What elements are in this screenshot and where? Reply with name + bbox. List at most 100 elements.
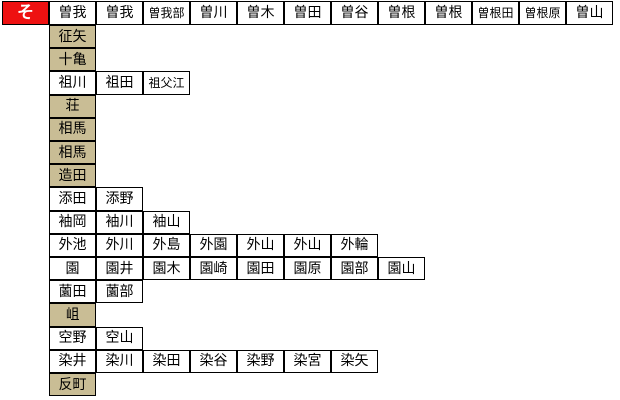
name-cell-label: 園 <box>65 260 80 277</box>
name-cell[interactable]: 曽山 <box>566 1 613 25</box>
group-header-label: 荘 <box>65 98 80 115</box>
name-cell-label: 染川 <box>105 353 134 370</box>
name-cell[interactable]: 園崎 <box>190 257 237 281</box>
name-cell[interactable]: 添野 <box>96 187 143 211</box>
name-cell-label: 曽根田 <box>477 6 514 20</box>
name-cell-label: 薗田 <box>58 283 87 300</box>
name-cell[interactable]: 添田 <box>49 187 96 211</box>
name-cell[interactable]: 外園 <box>190 233 237 257</box>
name-cell-label: 曽谷 <box>340 5 369 21</box>
name-cell[interactable]: 薗部 <box>96 280 143 304</box>
name-cell-label: 曽我部 <box>148 6 185 20</box>
name-cell-label: 染井 <box>58 353 87 370</box>
name-cell[interactable]: 袖岡 <box>49 210 96 234</box>
name-cell[interactable]: 外輪 <box>331 233 378 257</box>
group-header[interactable]: 相馬 <box>49 117 96 141</box>
name-cell[interactable]: 染谷 <box>190 349 237 373</box>
name-cell-label: 曽川 <box>199 5 228 21</box>
name-cell-label: 外園 <box>199 237 228 254</box>
name-cell-label: 袖川 <box>105 214 134 231</box>
name-cell[interactable]: 外山 <box>237 233 284 257</box>
group-header-label: 反町 <box>58 376 87 393</box>
name-cell[interactable]: 染川 <box>96 349 143 373</box>
group-header[interactable]: 征矢 <box>49 25 96 49</box>
name-cell[interactable]: 園部 <box>331 257 378 281</box>
name-cell-label: 外島 <box>152 237 181 254</box>
name-cell[interactable]: 曽根 <box>378 1 425 25</box>
name-cell[interactable]: 曽木 <box>237 1 284 25</box>
name-cell-label: 曽木 <box>246 5 275 21</box>
name-cell[interactable]: 外山 <box>284 233 331 257</box>
name-cell-label: 添田 <box>58 190 87 207</box>
group-header[interactable]: 造田 <box>49 164 96 188</box>
name-cell[interactable]: 曽川 <box>190 1 237 25</box>
name-cell[interactable]: 染野 <box>237 349 284 373</box>
group-header[interactable]: 岨 <box>49 303 96 327</box>
name-cell[interactable]: 染田 <box>143 349 190 373</box>
name-cell-label: 袖山 <box>152 214 181 231</box>
name-cell-label: 染田 <box>152 353 181 370</box>
name-cell[interactable]: 曽谷 <box>331 1 378 25</box>
name-cell[interactable]: 外川 <box>96 233 143 257</box>
group-header[interactable]: 十亀 <box>49 48 96 72</box>
name-cell-label: 曽根 <box>434 5 463 21</box>
name-cell-label: 外山 <box>293 237 322 254</box>
name-cell-label: 園原 <box>293 260 322 277</box>
name-cell-label: 園部 <box>340 260 369 277</box>
name-cell[interactable]: 園 <box>49 257 96 281</box>
name-cell[interactable]: 園山 <box>378 257 425 281</box>
name-cell[interactable]: 祖川 <box>49 71 96 95</box>
name-cell[interactable]: 園木 <box>143 257 190 281</box>
name-cell[interactable]: 染矢 <box>331 349 378 373</box>
name-cell[interactable]: 薗田 <box>49 280 96 304</box>
group-header-label: 相馬 <box>58 144 87 161</box>
name-cell[interactable]: 園原 <box>284 257 331 281</box>
name-cell-label: 曽山 <box>575 5 604 21</box>
name-cell-label: 園井 <box>105 260 134 277</box>
group-header[interactable]: 反町 <box>49 373 96 397</box>
name-cell[interactable]: 空野 <box>49 326 96 350</box>
name-cell[interactable]: 曽我 <box>96 1 143 25</box>
name-cell-label: 祖川 <box>58 74 87 91</box>
name-cell[interactable]: 染井 <box>49 349 96 373</box>
group-header[interactable]: 荘 <box>49 94 96 118</box>
name-cell[interactable]: 曽我部 <box>143 1 190 25</box>
group-header-label: 相馬 <box>58 121 87 138</box>
name-cell[interactable]: 祖田 <box>96 71 143 95</box>
kana-index-tab-label: そ <box>17 2 34 23</box>
name-cell[interactable]: 園井 <box>96 257 143 281</box>
name-cell-label: 空野 <box>58 330 87 347</box>
name-cell[interactable]: 園田 <box>237 257 284 281</box>
name-cell-label: 染宮 <box>293 353 322 370</box>
name-cell[interactable]: 曽根田 <box>472 1 519 25</box>
name-cell-label: 曽根 <box>387 5 416 21</box>
name-cell-label: 外山 <box>246 237 275 254</box>
name-cell[interactable]: 袖山 <box>143 210 190 234</box>
name-cell[interactable]: 袖川 <box>96 210 143 234</box>
name-cell[interactable]: 曽田 <box>284 1 331 25</box>
group-header[interactable]: 相馬 <box>49 141 96 165</box>
group-header-label: 征矢 <box>58 28 87 45</box>
name-cell[interactable]: 染宮 <box>284 349 331 373</box>
name-cell[interactable]: 外島 <box>143 233 190 257</box>
name-cell-label: 祖田 <box>105 74 134 91</box>
name-cell[interactable]: 祖父江 <box>143 71 190 95</box>
group-header-label: 十亀 <box>58 51 87 68</box>
name-cell-label: 袖岡 <box>58 214 87 231</box>
name-cell[interactable]: 曽根原 <box>519 1 566 25</box>
name-cell-label: 空山 <box>105 330 134 347</box>
name-cell[interactable]: 曽根 <box>425 1 472 25</box>
name-cell[interactable]: 空山 <box>96 326 143 350</box>
name-cell-label: 外輪 <box>340 237 369 254</box>
name-cell[interactable]: 外池 <box>49 233 96 257</box>
name-cell-label: 染野 <box>246 353 275 370</box>
kana-index-tab[interactable]: そ <box>2 1 49 25</box>
name-cell-label: 染谷 <box>199 353 228 370</box>
name-cell[interactable]: 曽我 <box>49 1 96 25</box>
name-cell-label: 染矢 <box>340 353 369 370</box>
name-cell-label: 曽我 <box>105 5 134 21</box>
name-cell-label: 曽根原 <box>524 6 561 20</box>
name-cell-label: 薗部 <box>105 283 134 300</box>
group-header-label: 岨 <box>65 306 80 323</box>
name-cell-label: 祖父江 <box>148 75 185 90</box>
